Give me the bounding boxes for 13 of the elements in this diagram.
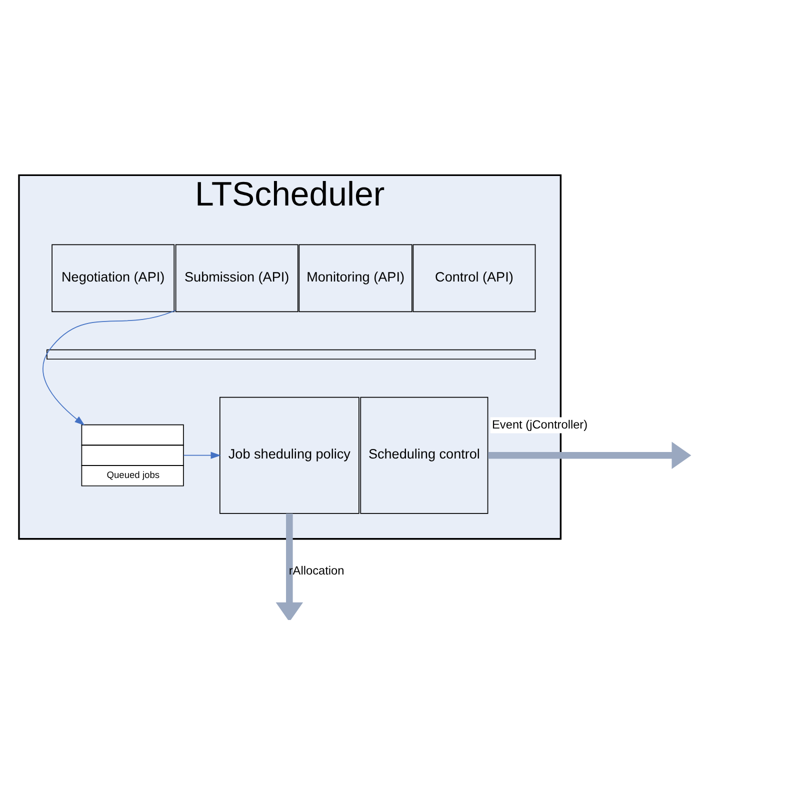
arrow <box>42 310 176 426</box>
arrow <box>183 452 221 459</box>
node-box: Control (API) <box>412 244 536 312</box>
edge-label: rAllocation <box>288 564 344 578</box>
node-box: Negotiation (API) <box>52 244 175 312</box>
edge-label: Event (jController) <box>492 417 588 432</box>
node-box: Job sheduling policy <box>219 396 360 514</box>
node-box: Monitoring (API) <box>298 244 412 312</box>
node-bar <box>46 349 536 360</box>
node-box: Scheduling control <box>360 396 488 514</box>
node-box: Submission (API) <box>175 244 298 312</box>
arrow <box>488 442 692 469</box>
arrow <box>276 513 304 620</box>
